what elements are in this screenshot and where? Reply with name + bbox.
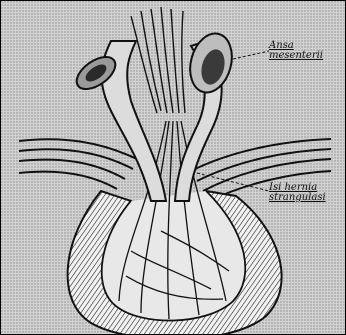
annotation-ansa-mesenterii: Ansa mesenterii (269, 41, 323, 61)
annotation-line-2: mesenterii (269, 51, 323, 61)
hernia-sac (68, 191, 282, 334)
annotation-isi-hernia: Isi hernia strangulasi (269, 183, 326, 203)
annotation-line-2: strangulasi (269, 193, 326, 203)
